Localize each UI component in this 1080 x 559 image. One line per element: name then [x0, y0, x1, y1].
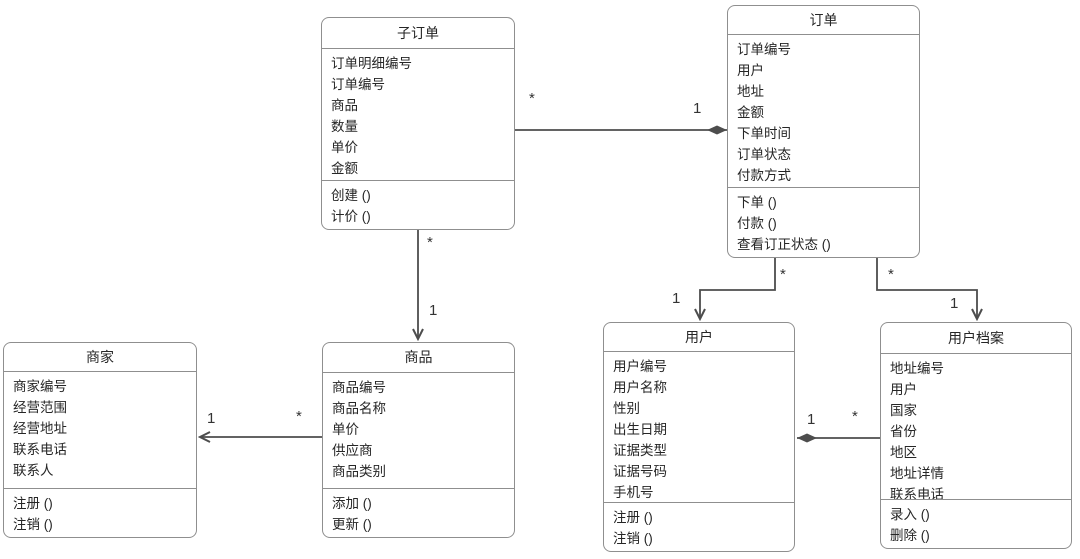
- methods-compartment: 下单 () 付款 () 查看订正状态 (): [728, 187, 919, 257]
- methods-compartment: 创建 () 计价 (): [322, 180, 514, 229]
- attribute-row: 金额: [737, 105, 764, 120]
- class-title: 订单: [728, 6, 919, 35]
- methods-compartment: 注册 () 注销 (): [604, 502, 794, 551]
- attribute-row: 出生日期: [613, 422, 667, 437]
- multiplicity-label: 1: [429, 302, 437, 319]
- attribute-row: 商品: [331, 98, 358, 113]
- attribute-row: 经营范围: [13, 400, 67, 415]
- attribute-row: 商家编号: [13, 379, 67, 394]
- attribute-row: 商品名称: [332, 401, 386, 416]
- attribute-row: 地址详情: [890, 466, 944, 481]
- attribute-row: 联系人: [13, 463, 54, 478]
- multiplicity-label: *: [296, 408, 302, 425]
- methods-compartment: 录入 () 删除 (): [881, 499, 1071, 548]
- attribute-row: 证据号码: [613, 464, 667, 479]
- attribute-row: 手机号: [613, 485, 654, 500]
- multiplicity-label: *: [780, 266, 786, 283]
- attribute-row: 订单编号: [737, 42, 791, 57]
- class-user: 用户用户编号用户名称性别出生日期证据类型证据号码手机号注册 () 注销 (): [603, 322, 795, 552]
- connector-order-userprofile: [876, 258, 977, 319]
- attribute-row: 单价: [331, 140, 358, 155]
- attribute-row: 联系电话: [13, 442, 67, 457]
- attribute-row: 用户: [890, 382, 917, 397]
- attribute-row: 商品编号: [332, 380, 386, 395]
- method-row: 注册 (): [13, 496, 53, 511]
- class-sub-order: 子订单订单明细编号订单编号商品数量单价金额创建 () 计价 (): [321, 17, 515, 230]
- attributes-compartment: 用户编号用户名称性别出生日期证据类型证据号码手机号: [604, 352, 794, 502]
- attribute-row: 数量: [331, 119, 358, 134]
- methods-compartment: 添加 () 更新 (): [323, 488, 514, 537]
- attribute-row: 供应商: [332, 443, 373, 458]
- attribute-row: 下单时间: [737, 126, 791, 141]
- multiplicity-label: *: [852, 408, 858, 425]
- method-row: 付款 (): [737, 216, 777, 231]
- attribute-row: 省份: [890, 424, 917, 439]
- methods-compartment: 注册 () 注销 (): [4, 488, 196, 537]
- attribute-row: 金额: [331, 161, 358, 176]
- method-row: 注销 (): [613, 531, 653, 546]
- attribute-row: 订单状态: [737, 147, 791, 162]
- method-row: 删除 (): [890, 528, 930, 543]
- attribute-row: 用户名称: [613, 380, 667, 395]
- attributes-compartment: 商品编号商品名称单价供应商商品类别: [323, 373, 514, 488]
- attributes-compartment: 订单编号用户地址金额下单时间订单状态付款方式: [728, 35, 919, 187]
- attributes-compartment: 商家编号经营范围经营地址联系电话联系人: [4, 372, 196, 488]
- attribute-row: 用户: [737, 63, 764, 78]
- class-merchant: 商家商家编号经营范围经营地址联系电话联系人注册 () 注销 (): [3, 342, 197, 538]
- attribute-row: 联系电话: [890, 487, 944, 499]
- multiplicity-label: 1: [693, 100, 701, 117]
- attribute-row: 商品类别: [332, 464, 386, 479]
- attribute-row: 订单明细编号: [331, 56, 412, 71]
- method-row: 创建 (): [331, 188, 371, 203]
- class-order: 订单订单编号用户地址金额下单时间订单状态付款方式下单 () 付款 () 查看订正状态…: [727, 5, 920, 258]
- method-row: 录入 (): [890, 507, 930, 522]
- method-row: 计价 (): [331, 209, 371, 224]
- class-title: 商品: [323, 343, 514, 373]
- multiplicity-label: 1: [807, 411, 815, 428]
- class-title: 用户: [604, 323, 794, 352]
- attribute-row: 付款方式: [737, 168, 791, 183]
- method-row: 查看订正状态 (): [737, 237, 831, 252]
- attribute-row: 经营地址: [13, 421, 67, 436]
- attribute-row: 国家: [890, 403, 917, 418]
- attribute-row: 地址: [737, 84, 764, 99]
- multiplicity-label: *: [427, 234, 433, 251]
- class-title: 用户档案: [881, 323, 1071, 354]
- attribute-row: 订单编号: [331, 77, 385, 92]
- multiplicity-label: *: [529, 90, 535, 107]
- class-title: 商家: [4, 343, 196, 372]
- multiplicity-label: *: [888, 266, 894, 283]
- method-row: 更新 (): [332, 517, 372, 532]
- method-row: 注册 (): [613, 510, 653, 525]
- attribute-row: 性别: [613, 401, 640, 416]
- multiplicity-label: 1: [950, 295, 958, 312]
- attribute-row: 证据类型: [613, 443, 667, 458]
- connector-order-user: [700, 258, 776, 319]
- method-row: 下单 (): [737, 195, 777, 210]
- class-product: 商品商品编号商品名称单价供应商商品类别添加 () 更新 (): [322, 342, 515, 538]
- attribute-row: 地区: [890, 445, 917, 460]
- class-user-profile: 用户档案地址编号用户国家省份地区地址详情联系电话录入 () 删除 (): [880, 322, 1072, 549]
- method-row: 注销 (): [13, 517, 53, 532]
- multiplicity-label: 1: [672, 290, 680, 307]
- attributes-compartment: 订单明细编号订单编号商品数量单价金额: [322, 49, 514, 180]
- attribute-row: 单价: [332, 422, 359, 437]
- attribute-row: 地址编号: [890, 361, 944, 376]
- multiplicity-label: 1: [207, 410, 215, 427]
- method-row: 添加 (): [332, 496, 372, 511]
- class-title: 子订单: [322, 18, 514, 49]
- attributes-compartment: 地址编号用户国家省份地区地址详情联系电话: [881, 354, 1071, 499]
- attribute-row: 用户编号: [613, 359, 667, 374]
